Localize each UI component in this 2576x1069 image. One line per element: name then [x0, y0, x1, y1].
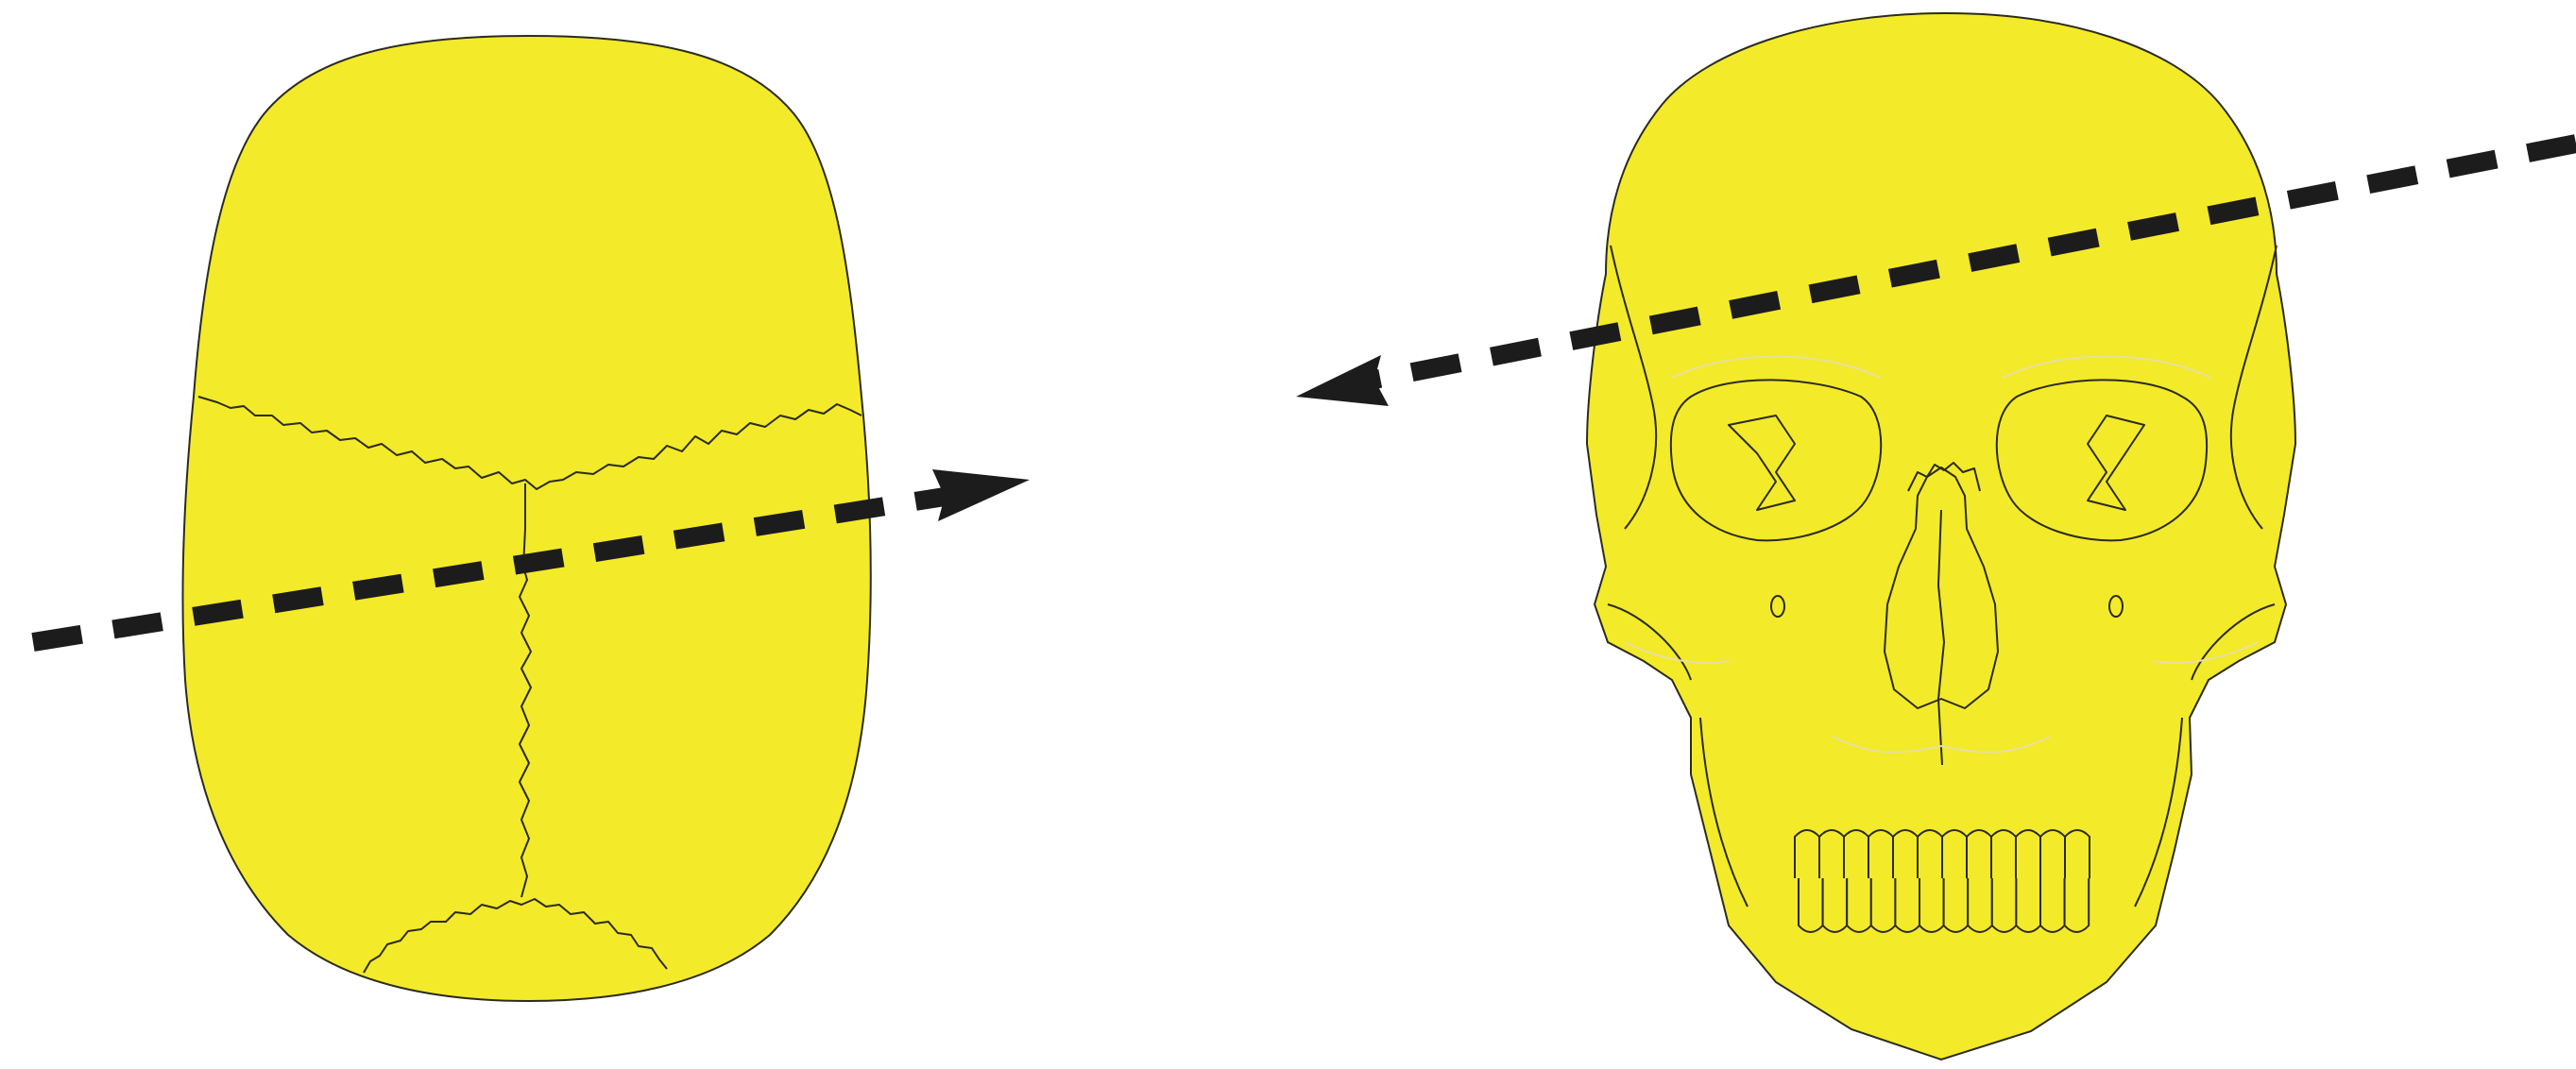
- lower-tooth: [1944, 878, 1969, 932]
- lower-tooth: [1968, 878, 1992, 932]
- upper-tooth: [1795, 830, 1819, 878]
- upper-tooth: [1893, 830, 1918, 878]
- upper-tooth: [1967, 830, 1991, 878]
- upper-tooth: [2016, 830, 2040, 878]
- lower-tooth: [1871, 878, 1896, 932]
- lower-teeth: [1799, 878, 2089, 932]
- lower-tooth: [1847, 878, 1871, 932]
- lower-tooth: [1919, 878, 1944, 932]
- upper-teeth: [1795, 830, 2090, 878]
- upper-tooth: [1844, 830, 1868, 878]
- upper-tooth: [2065, 830, 2090, 878]
- upper-tooth: [2040, 830, 2065, 878]
- lower-tooth: [2065, 878, 2090, 932]
- lower-tooth: [1823, 878, 1848, 932]
- upper-tooth: [1819, 830, 1844, 878]
- lower-tooth: [1895, 878, 1919, 932]
- upper-tooth: [1991, 830, 2016, 878]
- lower-tooth: [2016, 878, 2040, 932]
- upper-tooth: [1918, 830, 1942, 878]
- lower-tooth: [1799, 878, 1823, 932]
- upper-tooth: [1868, 830, 1893, 878]
- lower-tooth: [1992, 878, 2017, 932]
- lower-tooth: [2040, 878, 2065, 932]
- upper-tooth: [1942, 830, 1967, 878]
